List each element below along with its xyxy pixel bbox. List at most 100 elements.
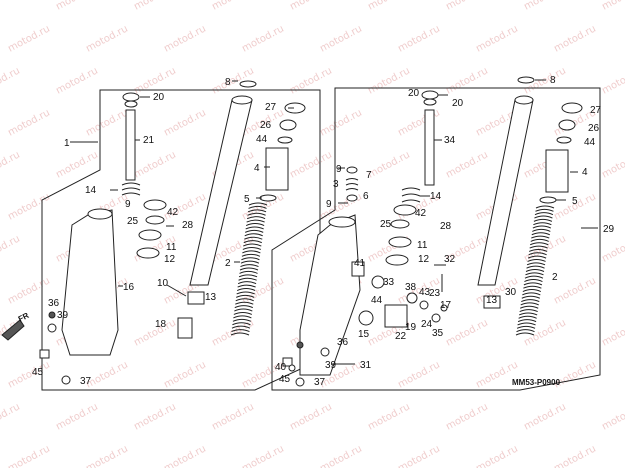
part-33: [371, 275, 385, 289]
part-13-left: [187, 291, 205, 305]
watermark-text: motod.ru: [54, 149, 100, 180]
callout-20: 20: [408, 88, 420, 99]
part-8-right: [517, 76, 535, 84]
callout-2: 2: [225, 258, 231, 269]
watermark-text: motod.ru: [288, 65, 334, 96]
callout-14: 14: [430, 191, 442, 202]
callout-17: 17: [440, 300, 452, 311]
callout-37: 37: [80, 376, 92, 387]
callout-44: 44: [371, 295, 383, 306]
callout-43: 43: [419, 287, 431, 298]
part-38-washer: [358, 310, 374, 326]
watermark-text: motod.ru: [522, 0, 568, 13]
watermark-text: motod.ru: [132, 401, 178, 432]
part-21: [125, 109, 136, 181]
watermark-text: motod.ru: [600, 401, 625, 432]
callout-14: 14: [85, 185, 97, 196]
part-44-left: [277, 136, 293, 144]
part-30-top: [514, 95, 534, 105]
watermark-text: motod.ru: [162, 443, 208, 468]
watermark-text: motod.ru: [444, 65, 490, 96]
watermark-text: motod.ru: [600, 0, 625, 13]
part-10-top: [231, 95, 253, 105]
part-3: [345, 178, 359, 191]
watermark-text: motod.ru: [162, 107, 208, 138]
watermark-text: motod.ru: [522, 401, 568, 432]
watermark-text: motod.ru: [552, 443, 598, 468]
watermark-text: motod.ru: [444, 149, 490, 180]
part-44-right: [556, 136, 572, 144]
callout-37: 37: [314, 377, 326, 388]
watermark-text: motod.ru: [0, 401, 22, 432]
watermark-text: motod.ru: [6, 275, 52, 306]
watermark-text: motod.ru: [552, 23, 598, 54]
callout-9: 9: [336, 164, 342, 175]
callout-30: 30: [505, 287, 517, 298]
callout-8: 8: [225, 77, 231, 88]
part-13-right: [483, 295, 501, 309]
callout-28: 28: [182, 220, 194, 231]
watermark-text: motod.ru: [444, 317, 490, 348]
callout-18: 18: [155, 319, 167, 330]
callout-28: 28: [440, 221, 452, 232]
callout-11: 11: [417, 240, 428, 251]
callout-4: 4: [582, 167, 588, 178]
watermark-text: motod.ru: [0, 0, 22, 13]
part-45-left: [39, 349, 50, 359]
part-17: [440, 304, 448, 312]
part-4-left: [265, 147, 289, 191]
part-24: [431, 313, 441, 323]
watermark-text: motod.ru: [6, 443, 52, 468]
callout-10: 10: [157, 278, 169, 289]
watermark-text: motod.ru: [366, 149, 412, 180]
watermark-text: motod.ru: [84, 23, 130, 54]
watermark-text: motod.ru: [396, 359, 442, 390]
watermark-text: motod.ru: [6, 107, 52, 138]
part-38: [406, 292, 418, 304]
part-16: [61, 209, 119, 356]
callout-20: 20: [452, 98, 464, 109]
front-arrow: [1, 319, 25, 341]
part-39-left: [47, 323, 57, 333]
watermark-text: motod.ru: [318, 443, 364, 468]
callout-42: 42: [167, 207, 179, 218]
watermark-text: motod.ru: [366, 65, 412, 96]
callout-25: 25: [127, 216, 139, 227]
callout-25: 25: [380, 219, 392, 230]
part-14: [121, 182, 141, 196]
watermark-text: motod.ru: [318, 107, 364, 138]
part-12-left: [136, 247, 160, 259]
diagram-code: MM53-P0900: [512, 378, 561, 387]
watermark-text: motod.ru: [240, 23, 286, 54]
callout-5: 5: [244, 194, 250, 205]
watermark-text: motod.ru: [6, 23, 52, 54]
callout-16: 16: [123, 282, 135, 293]
watermark-text: motod.ru: [600, 233, 625, 264]
part-2-right: [515, 205, 555, 336]
part-39-right: [320, 347, 330, 357]
watermark-text: motod.ru: [474, 443, 520, 468]
part-5-left: [259, 194, 277, 202]
part-41: [351, 261, 365, 277]
part-11-right: [388, 236, 412, 248]
watermark-text: motod.ru: [84, 107, 130, 138]
callout-27: 27: [265, 102, 277, 113]
watermark-text: motod.ru: [0, 149, 22, 180]
part-5-right: [539, 196, 557, 204]
callout-7: 7: [366, 170, 372, 181]
callout-36: 36: [337, 337, 349, 348]
callout-5: 5: [572, 196, 578, 207]
watermark-text: motod.ru: [600, 65, 625, 96]
watermark-text: motod.ru: [522, 233, 568, 264]
watermark-text: motod.ru: [210, 317, 256, 348]
callout-39: 39: [325, 360, 337, 371]
watermark-text: motod.ru: [210, 0, 256, 13]
watermark-text: motod.ru: [366, 401, 412, 432]
callout-13: 13: [486, 295, 498, 306]
left-frame: [41, 89, 321, 391]
callout-29: 29: [603, 224, 615, 235]
callout-9: 9: [326, 199, 332, 210]
watermark-text: motod.ru: [288, 149, 334, 180]
